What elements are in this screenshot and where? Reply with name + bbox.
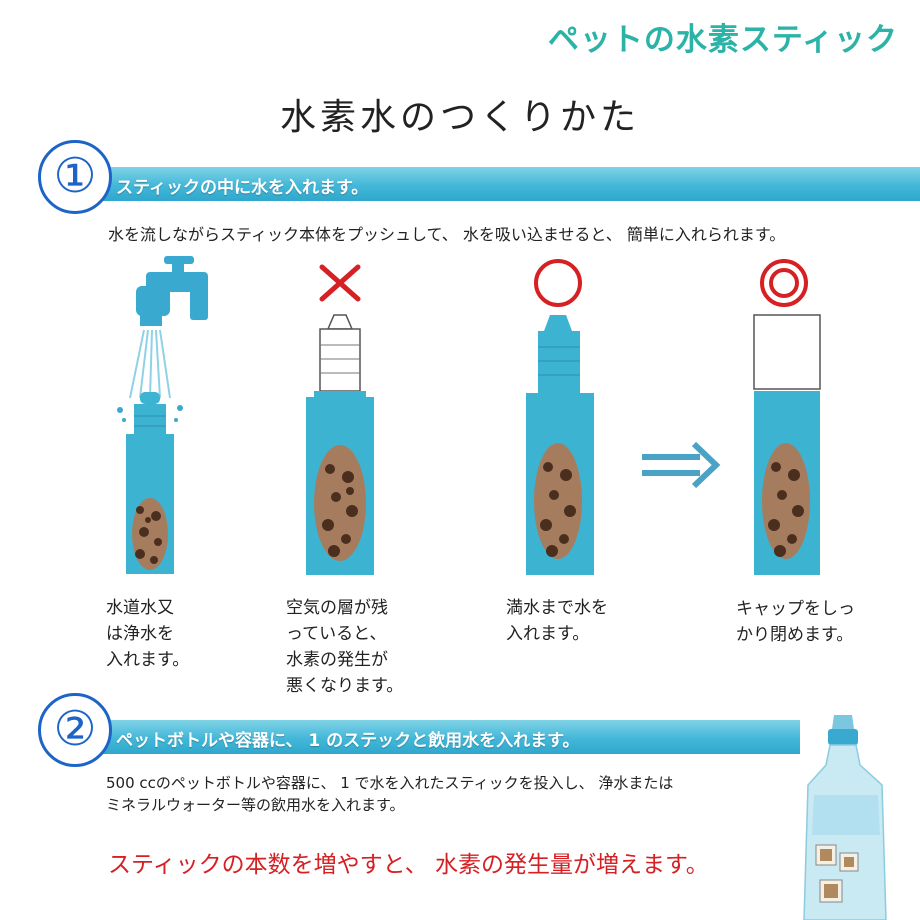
caption-close-cap: キャップをしっ かり閉めます。 — [736, 599, 855, 645]
page-title: 水素水のつくりかた — [279, 97, 640, 138]
stick-icon — [126, 392, 174, 574]
faucet-stick-figure — [117, 256, 208, 574]
step1-description: 水を流しながらスティック本体をプッシュして、 水を吸い込ませると、 簡単に入れら… — [108, 225, 786, 244]
stick-icon — [526, 315, 594, 575]
x-mark-icon — [319, 264, 361, 302]
caption-air-layer: 空気の層が残 っていると、 水素の発生が 悪くなります。 — [286, 598, 404, 696]
step2-heading: ペットボトルや容器に、 1 のステックと飲用水を入れます。 — [116, 731, 580, 751]
caption-tap-water: 水道水又 は浄水を 入れます。 — [106, 598, 190, 670]
water-droplets-icon — [117, 405, 183, 422]
stick-full-figure — [526, 259, 594, 575]
water-stream-icon — [129, 329, 171, 399]
brand-title: ペットの水素スティック — [547, 22, 898, 58]
step2-number: ② — [38, 693, 112, 767]
step2-heading-band: ペットボトルや容器に、 1 のステックと飲用水を入れます。 — [100, 720, 800, 754]
pet-bottle-icon — [803, 715, 887, 920]
stick-with-air-figure — [306, 264, 374, 575]
caption-fill-water: 満水まで水を 入れます。 — [506, 598, 608, 644]
step1-heading: スティックの中に水を入れます。 — [116, 178, 369, 198]
faucet-icon — [136, 256, 208, 326]
stick-capped-figure — [753, 259, 821, 575]
step1-heading-band: スティックの中に水を入れます。 — [100, 167, 920, 201]
stick-icon — [306, 314, 374, 575]
step2-body: 500 ccのペットボトルや容器に、 1 で水を入れたスティックを投入し、 浄水… — [106, 774, 674, 814]
stick-icon — [753, 314, 821, 575]
right-arrow-icon — [642, 441, 721, 489]
hydrogen-note: スティックの本数を増やすと、 水素の発生量が増えます。 — [108, 852, 709, 878]
step1-number: ① — [38, 140, 112, 214]
double-circle-mark-icon — [760, 259, 808, 307]
circle-mark-icon — [534, 259, 582, 307]
pet-bottle-figure — [803, 715, 887, 920]
